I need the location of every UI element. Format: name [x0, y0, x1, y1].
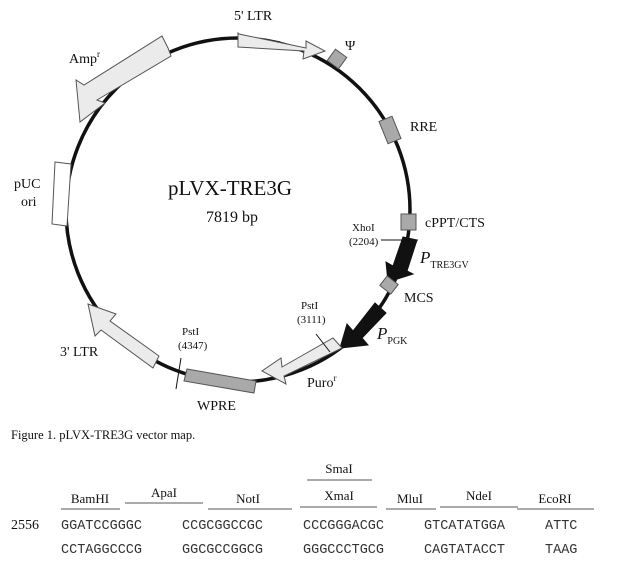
- psti-3111-name: PstI: [301, 300, 318, 312]
- ori-label: ori: [21, 195, 37, 210]
- wpre-box: [183, 368, 257, 394]
- cppt-label: cPPT/CTS: [425, 216, 485, 231]
- puc-label: pUC: [14, 177, 40, 192]
- psti-3111-site-line: [315, 333, 331, 353]
- cppt-box: [400, 213, 417, 231]
- enzyme-label-smai: SmaI: [325, 461, 352, 476]
- puro-label: Puror: [307, 373, 336, 391]
- puc-ori-box: [51, 161, 72, 227]
- enzyme-label-ecori: EcoRI: [538, 491, 571, 506]
- xhoi-position: (2204): [349, 236, 379, 248]
- plasmid-map: pLVX-TRE3G 7819 bp 5' LTR Ψ RRE cPPT/CTS…: [14, 9, 485, 414]
- rre-label: RRE: [410, 120, 437, 135]
- plasmid-size: 7819 bp: [206, 209, 258, 226]
- sequence-start-number: 2556: [11, 518, 39, 533]
- rre-box: [378, 115, 402, 145]
- bottom-strand-block-3: GGGCCCTGCG: [303, 543, 384, 558]
- mcs-sequence: SmaI BamHI ApaI NotI XmaI MluI NdeI EcoR…: [11, 461, 594, 558]
- top-strand-block-3: CCCGGGACGC: [303, 519, 384, 534]
- ptre3gv-arrow: [385, 236, 418, 283]
- psti-4347-site-line: [175, 357, 182, 390]
- xhoi-name: XhoI: [352, 222, 375, 234]
- ppgk-arrow: [339, 302, 387, 349]
- top-strand-block-1: GGATCCGGGC: [61, 519, 142, 534]
- mcs-box: [379, 275, 399, 295]
- psi-box: [326, 48, 348, 70]
- figure-caption: Figure 1. pLVX-TRE3G vector map.: [11, 428, 196, 442]
- plasmid-name: pLVX-TRE3G: [168, 176, 292, 200]
- enzyme-label-ndei: NdeI: [466, 488, 492, 503]
- ptre3gv-label: PTRE3GV: [419, 248, 469, 271]
- enzyme-label-bamhi: BamHI: [71, 491, 109, 506]
- enzyme-label-apai: ApaI: [151, 485, 177, 500]
- ltr3-label: 3' LTR: [60, 345, 99, 360]
- ltr5-label: 5' LTR: [234, 9, 273, 24]
- bottom-strand-block-4: CAGTATACCT: [424, 543, 505, 558]
- bottom-strand-block-5: TAAG: [545, 543, 577, 558]
- top-strand-block-2: CCGCGGCCGC: [182, 519, 263, 534]
- enzyme-label-mlui: MluI: [397, 491, 423, 506]
- psi-label: Ψ: [345, 39, 356, 54]
- psti-3111-position: (3111): [297, 314, 326, 326]
- ppgk-label: PPGK: [376, 324, 408, 347]
- wpre-label: WPRE: [197, 399, 236, 414]
- ltr5-arrow: [237, 31, 327, 60]
- amp-resistance-arrow: [75, 35, 172, 123]
- enzyme-label-xmai: XmaI: [324, 488, 354, 503]
- amp-label: Ampr: [69, 49, 100, 67]
- enzyme-label-noti: NotI: [236, 491, 260, 506]
- ltr3-arrow: [87, 303, 160, 369]
- puro-resistance-arrow: [261, 337, 343, 385]
- bottom-strand-block-1: CCTAGGCCCG: [61, 543, 142, 558]
- top-strand-block-5: ATTC: [545, 519, 577, 534]
- psti-4347-name: PstI: [182, 326, 199, 338]
- top-strand-block-4: GTCATATGGA: [424, 519, 506, 534]
- mcs-label: MCS: [404, 291, 434, 306]
- psti-4347-position: (4347): [178, 340, 208, 352]
- bottom-strand-block-2: GGCGCCGGCG: [182, 543, 263, 558]
